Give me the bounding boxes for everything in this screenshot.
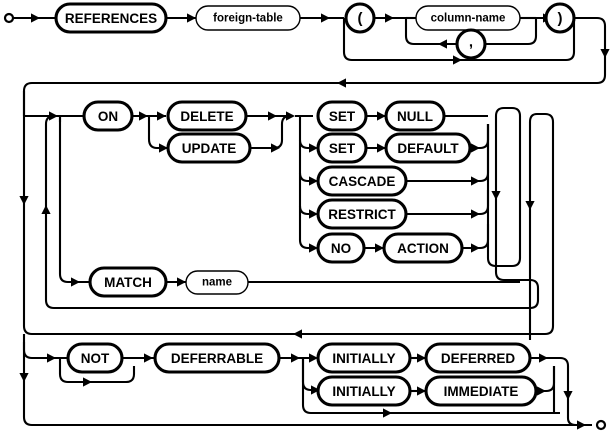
node-deferrable: DEFERRABLE xyxy=(153,342,281,374)
node-initially-2-label: INITIALLY xyxy=(332,384,395,399)
node-deferrable-label: DEFERRABLE xyxy=(171,351,263,366)
node-set-null: SET NULL xyxy=(316,100,446,132)
node-comma: , xyxy=(455,28,487,60)
node-comma-label: , xyxy=(469,34,473,51)
node-restrict: RESTRICT xyxy=(316,198,408,230)
node-deferred-label: DEFERRED xyxy=(441,351,516,366)
node-name-label: name xyxy=(202,277,232,289)
node-on-label: ON xyxy=(98,109,118,124)
end-terminator xyxy=(595,419,607,431)
node-restrict-label: RESTRICT xyxy=(328,207,396,222)
node-initially-1-label: INITIALLY xyxy=(332,351,395,366)
node-lparen: ( xyxy=(344,2,376,34)
node-action-label: ACTION xyxy=(397,241,449,256)
node-delete-label: DELETE xyxy=(180,109,233,124)
node-no-action: NO ACTION xyxy=(316,232,464,264)
node-no-label: NO xyxy=(331,241,351,256)
node-update: UPDATE xyxy=(166,132,252,164)
node-rparen-label: ) xyxy=(558,10,563,27)
node-default-label: DEFAULT xyxy=(397,141,459,156)
node-lparen-label: ( xyxy=(358,10,363,27)
node-match: MATCH xyxy=(88,266,168,298)
node-name: name xyxy=(185,270,249,295)
node-initially-immediate: INITIALLY IMMEDIATE xyxy=(316,375,538,407)
node-column-name: column-name xyxy=(415,5,521,31)
node-null-label: NULL xyxy=(397,109,433,124)
node-not: NOT xyxy=(66,342,124,374)
node-set-default: SET DEFAULT xyxy=(316,132,472,164)
node-on: ON xyxy=(82,100,134,132)
node-immediate-label: IMMEDIATE xyxy=(444,384,519,399)
node-match-label: MATCH xyxy=(104,275,152,290)
node-cascade: CASCADE xyxy=(316,165,408,197)
node-references: REFERENCES xyxy=(54,2,168,34)
node-references-label: REFERENCES xyxy=(65,11,157,26)
start-terminator xyxy=(3,12,56,24)
node-delete: DELETE xyxy=(166,100,248,132)
node-foreign-table: foreign-table xyxy=(195,5,301,31)
node-cascade-label: CASCADE xyxy=(329,174,396,189)
node-rparen: ) xyxy=(544,2,576,34)
node-initially-deferred: INITIALLY DEFERRED xyxy=(316,342,532,374)
node-set-1-label: SET xyxy=(329,109,356,124)
node-column-name-label: column-name xyxy=(431,13,506,25)
node-foreign-table-label: foreign-table xyxy=(213,13,283,25)
node-update-label: UPDATE xyxy=(182,141,237,156)
node-not-label: NOT xyxy=(81,351,110,366)
node-set-2-label: SET xyxy=(329,141,356,156)
